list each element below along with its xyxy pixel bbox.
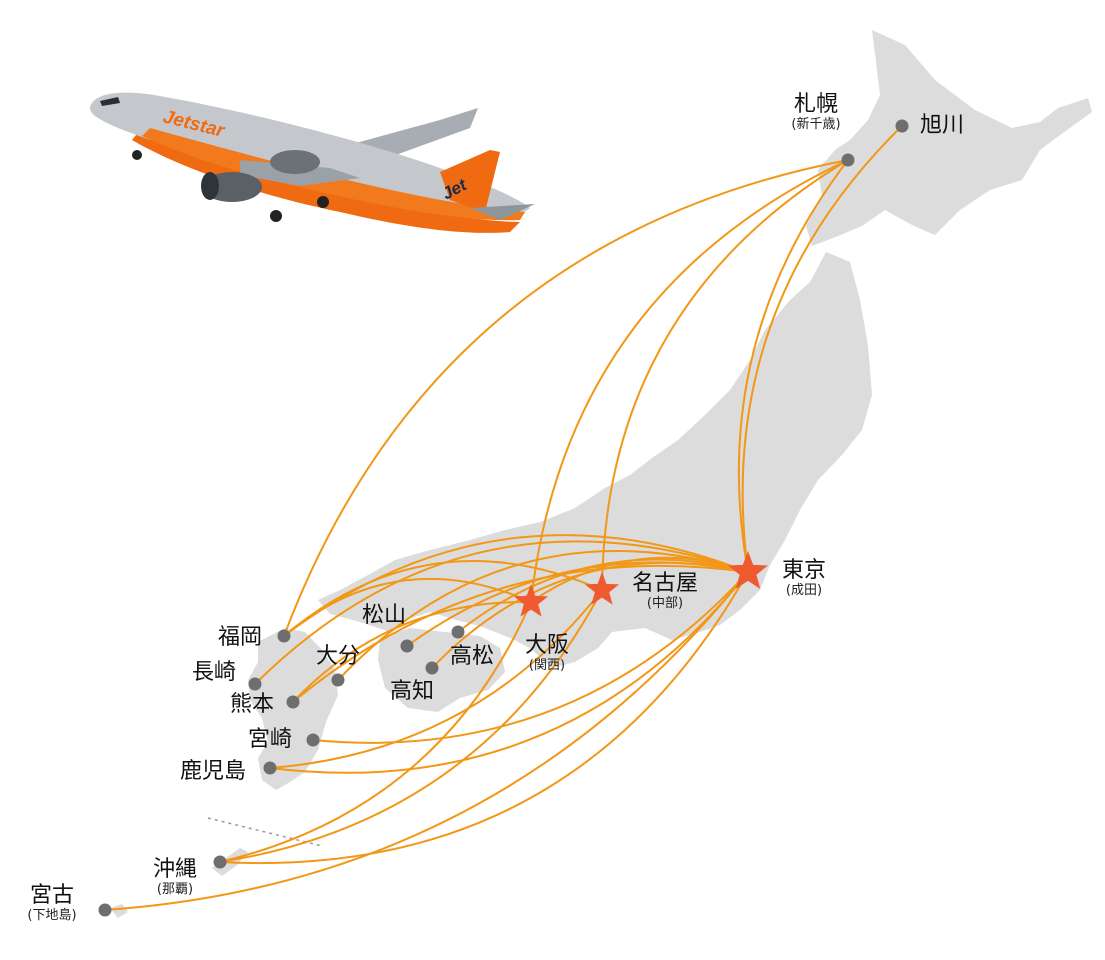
route-tokyo-miyako — [104, 571, 749, 911]
hub-star-osaka — [513, 584, 549, 617]
route-osaka-kumamoto — [292, 600, 532, 703]
city-dot-oita — [331, 673, 345, 687]
route-tokyo-kumamoto — [292, 564, 749, 703]
route-tokyo-takamatsu — [457, 558, 749, 633]
plane-engine-far — [270, 150, 320, 174]
label-kochi: 高知 — [390, 680, 434, 704]
label-fukuoka-name: 福岡 — [218, 625, 263, 650]
city-dot-kumamoto — [286, 695, 300, 709]
route-tokyo-osaka — [530, 556, 749, 603]
route-tokyo-oita — [337, 550, 749, 681]
route-nagoya-kagoshima — [269, 589, 603, 769]
label-kumamoto: 熊本 — [230, 693, 274, 717]
label-kochi-name: 高知 — [390, 679, 435, 704]
japan-landmass — [110, 30, 1092, 918]
label-osaka: 大阪 (関西) — [516, 633, 578, 674]
plane-engine-inlet — [201, 172, 219, 200]
hub-stars — [513, 551, 768, 617]
route-lines — [104, 125, 903, 911]
city-dot-miyazaki — [306, 733, 320, 747]
label-okinawa: 沖縄 (那覇) — [140, 857, 210, 898]
route-tokyo-sapporo — [737, 159, 849, 573]
route-nagoya-sapporo — [601, 159, 849, 591]
sado-land — [708, 432, 728, 452]
label-oita-name: 大分 — [316, 644, 361, 669]
route-tokyo-okinawa — [219, 571, 749, 864]
label-osaka-sub: (関西) — [528, 658, 566, 673]
city-dot-sapporo — [841, 153, 855, 167]
hub-star-nagoya — [584, 572, 620, 605]
label-nagoya-sub: (中部) — [646, 596, 684, 611]
label-osaka-name: 大阪 — [524, 633, 569, 658]
label-miyazaki: 宮崎 — [248, 728, 292, 752]
label-tokyo-sub: (成田) — [785, 583, 823, 598]
city-dot-asahikawa — [895, 119, 909, 133]
label-kagoshima: 鹿児島 — [180, 760, 246, 784]
route-tokyo-fukuoka — [283, 534, 749, 637]
label-sapporo-sub: (新千歳) — [791, 117, 841, 132]
plane-cockpit-window — [100, 97, 120, 106]
label-miyako-name: 宮古 — [29, 883, 74, 908]
route-tokyo-kagoshima — [269, 571, 749, 774]
label-takamatsu: 高松 — [450, 645, 494, 669]
plane-stabilizer — [470, 204, 535, 220]
label-nagoya-name: 名古屋 — [631, 571, 698, 596]
label-nagoya: 名古屋 (中部) — [622, 571, 708, 612]
label-tokyo-name: 東京 — [781, 558, 826, 583]
label-matsuyama-name: 松山 — [362, 603, 407, 628]
route-osaka-okinawa — [219, 601, 532, 863]
plane-tail — [440, 150, 500, 212]
city-dot-takamatsu — [451, 625, 465, 639]
label-miyazaki-name: 宮崎 — [248, 727, 293, 752]
boundary-line — [207, 817, 323, 847]
route-nagoya-okinawa — [219, 589, 603, 863]
city-dot-kagoshima — [263, 761, 277, 775]
label-matsuyama: 松山 — [362, 604, 406, 628]
city-dot-miyako — [98, 903, 112, 917]
plane-gear-main-1 — [270, 210, 282, 222]
label-kumamoto-name: 熊本 — [230, 692, 275, 717]
label-miyako: 宮古 (下地島) — [10, 883, 94, 924]
label-asahikawa-name: 旭川 — [920, 113, 965, 138]
label-okinawa-name: 沖縄 — [152, 857, 197, 882]
label-fukuoka: 福岡 — [218, 626, 262, 650]
label-okinawa-sub: (那覇) — [156, 882, 194, 897]
city-dot-nagasaki — [248, 677, 262, 691]
city-dots — [98, 119, 909, 917]
city-dot-okinawa — [213, 855, 227, 869]
city-dot-fukuoka — [277, 629, 291, 643]
airplane-illustration: Jetstar Jet — [90, 92, 535, 233]
label-nagasaki: 長崎 — [192, 661, 236, 685]
plane-gear-front — [132, 150, 142, 160]
label-sapporo-name: 札幌 — [793, 92, 838, 117]
plane-gear-main-2 — [317, 196, 329, 208]
label-sapporo: 札幌 (新千歳) — [778, 92, 854, 133]
city-dot-kochi — [425, 661, 439, 675]
label-kagoshima-name: 鹿児島 — [180, 759, 247, 784]
route-tokyo-nagasaki — [254, 540, 749, 685]
route-sapporo-fukuoka — [283, 159, 849, 637]
hub-star-tokyo — [728, 551, 768, 589]
label-takamatsu-name: 高松 — [450, 644, 495, 669]
route-tokyo-miyazaki — [312, 571, 749, 744]
city-dot-matsuyama — [400, 639, 414, 653]
miyako-land — [110, 904, 128, 918]
label-nagasaki-name: 長崎 — [192, 660, 237, 685]
label-miyako-sub: (下地島) — [27, 908, 77, 923]
plane-fuselage-orange — [132, 130, 520, 233]
label-oita: 大分 — [316, 645, 360, 669]
label-tokyo: 東京 (成田) — [772, 558, 836, 599]
hokkaido-land — [806, 30, 1092, 246]
route-osaka-sapporo — [530, 159, 849, 603]
honshu-land — [318, 252, 872, 668]
route-tokyo-asahikawa — [741, 125, 903, 573]
route-nagoya-fukuoka — [283, 560, 603, 637]
label-asahikawa: 旭川 — [920, 114, 964, 138]
